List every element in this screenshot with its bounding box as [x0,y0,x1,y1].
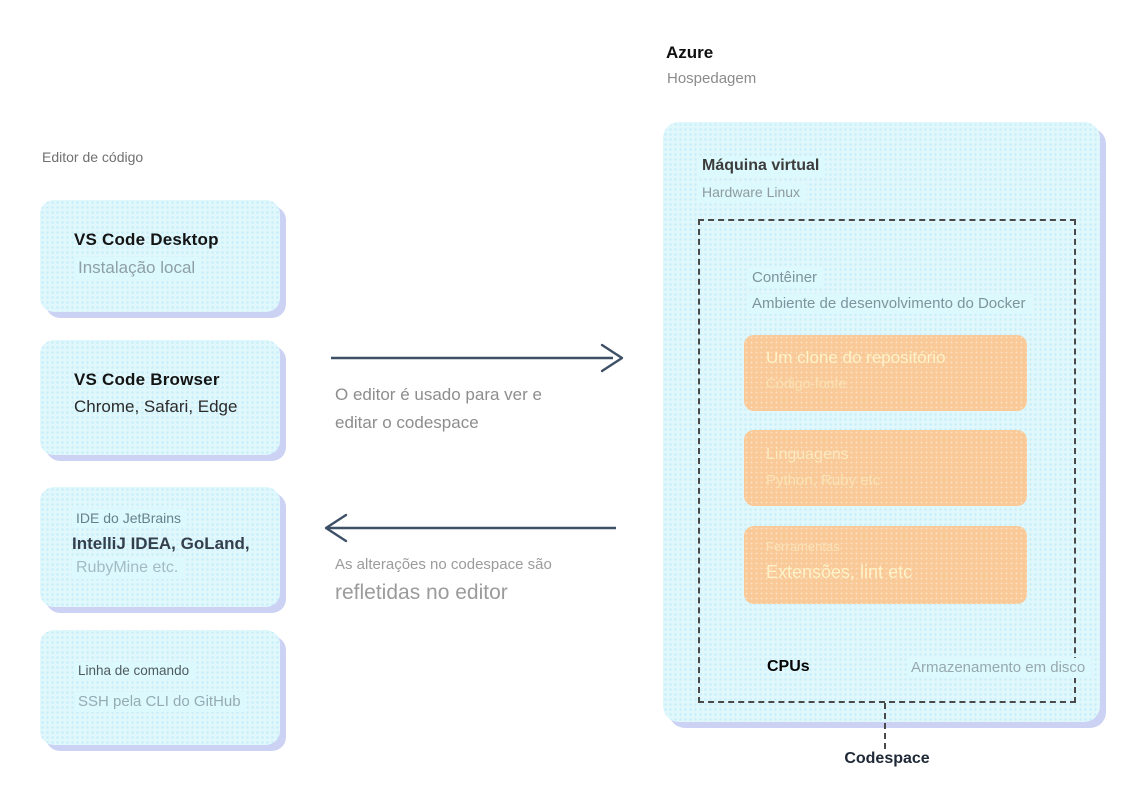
backward-flow-caption-line1: As alterações no codespace são [335,556,552,573]
azure-title: Azure [666,43,714,62]
languages-box: Linguagens Python, Ruby etc [744,430,1027,506]
container-dashed-boundary: Contêiner Ambiente de desenvolvimento do… [698,219,1092,703]
jetbrains-box: IDE do JetBrains IntelliJ IDEA, GoLand, … [40,487,280,607]
command-line-box: Linha de comando SSH pela CLI do GitHub [40,630,280,745]
repo-clone-subtitle: Código-fonte [766,375,847,391]
jetbrains-kicker: IDE do JetBrains [72,509,188,528]
editor-column-label: Editor de código [42,149,144,165]
virtual-machine-box: Máquina virtual Hardware Linux Contêiner… [663,122,1100,722]
vscode-browser-subtitle: Chrome, Safari, Edge [74,397,238,416]
forward-flow-caption-line2: editar o codespace [335,413,479,432]
backward-flow-caption-line2: refletidas no editor [335,581,508,604]
codespace-label: Codespace [844,750,930,767]
jetbrains-title: IntelliJ IDEA, GoLand, [72,534,250,553]
vscode-desktop-box: VS Code Desktop Instalação local [40,200,280,312]
cli-kicker: Linha de comando [74,662,196,680]
disk-label: Armazenamento em disco [907,658,1092,678]
languages-title: Linguagens [766,446,849,463]
vm-title: Máquina virtual [698,156,826,177]
container-subtitle: Ambiente de desenvolvimento do Docker [748,294,1032,314]
vm-subtitle: Hardware Linux [698,183,807,202]
repo-clone-box: Um clone do repositório Código-fonte [744,335,1027,411]
vscode-browser-title: VS Code Browser [74,370,220,389]
cli-subtitle: SSH pela CLI do GitHub [74,692,247,712]
languages-subtitle: Python, Ruby etc [766,472,881,489]
arrow-right-icon [331,343,624,373]
tools-title: Extensões, lint etc [766,562,913,582]
vscode-desktop-subtitle: Instalação local [74,257,202,280]
codespace-callout-line [884,703,886,749]
forward-flow-caption-line1: O editor é usado para ver e [335,385,542,404]
repo-clone-title: Um clone do repositório [766,348,946,367]
cpus-label: CPUs [767,658,810,675]
arrow-left-icon [324,513,616,543]
vscode-desktop-title: VS Code Desktop [74,230,219,249]
vscode-browser-box: VS Code Browser Chrome, Safari, Edge [40,340,280,455]
container-title: Contêiner [748,268,824,288]
jetbrains-subtitle: RubyMine etc. [72,558,185,579]
forward-flow-caption: O editor é usado para ver e editar o cod… [335,381,542,437]
tools-box: Ferramentas Extensões, lint etc [744,526,1027,604]
azure-subtitle: Hospedagem [667,70,757,87]
tools-kicker: Ferramentas [766,539,840,554]
